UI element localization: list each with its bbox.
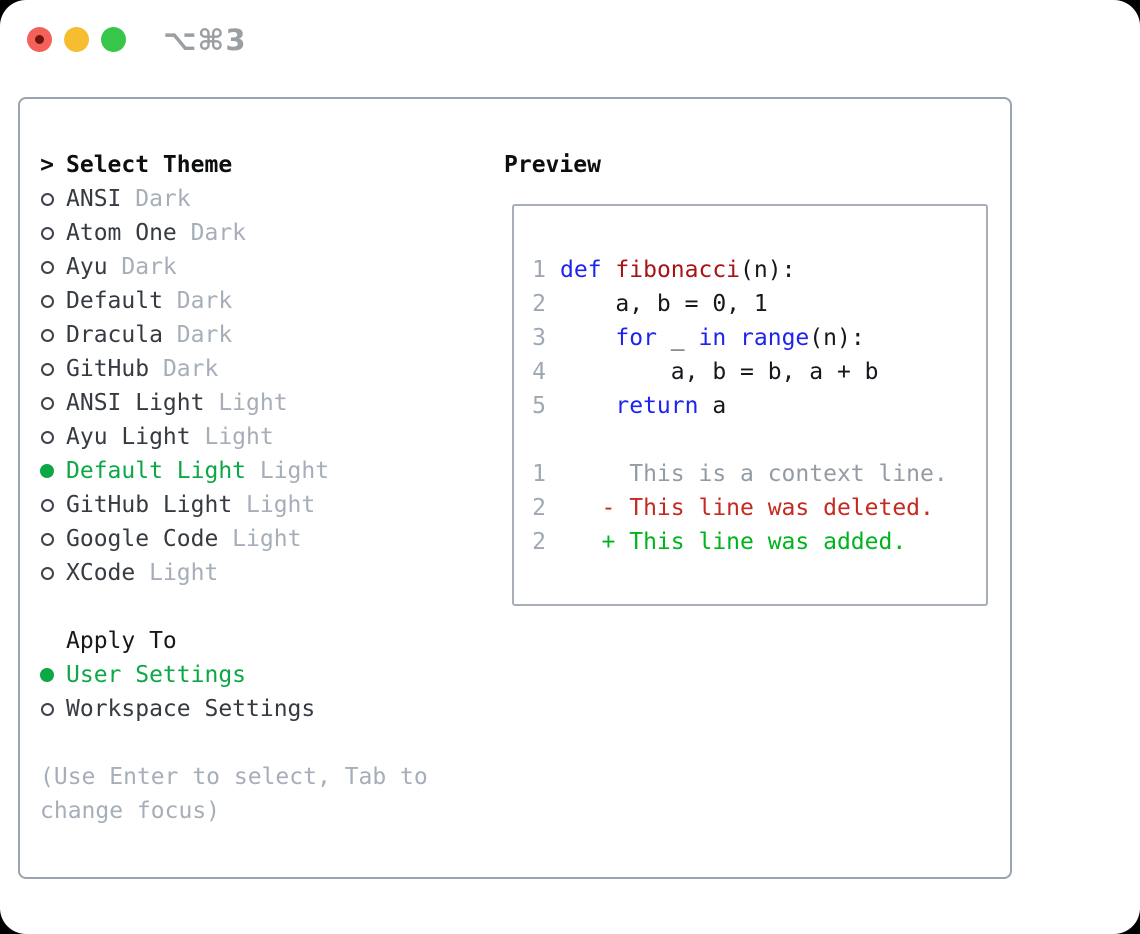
hint-text-line2: change focus) bbox=[40, 798, 221, 824]
code-text: return a bbox=[615, 393, 727, 419]
code-line: 1 This is a context line. bbox=[532, 457, 948, 491]
radio-selected-icon bbox=[40, 658, 54, 692]
code-text: for _ in range(n): bbox=[615, 325, 865, 351]
theme-option-xcode[interactable]: XCode Light bbox=[40, 556, 428, 590]
radio-icon bbox=[40, 420, 54, 454]
line-number: 1 bbox=[532, 461, 546, 487]
theme-option-ayu[interactable]: Ayu Dark bbox=[40, 250, 428, 284]
minimize-button[interactable] bbox=[64, 27, 89, 52]
hint-text-line1: (Use Enter to select, Tab to bbox=[40, 764, 428, 790]
code-line: 2 + This line was added. bbox=[532, 525, 948, 559]
line-number: 3 bbox=[532, 325, 546, 351]
radio-icon bbox=[40, 216, 54, 250]
zoom-button[interactable] bbox=[101, 27, 126, 52]
theme-option-label: Google Code Light bbox=[66, 526, 302, 552]
focus-caret-icon: > bbox=[40, 152, 54, 178]
code-text: def fibonacci(n): bbox=[560, 257, 796, 283]
radio-selected-icon bbox=[40, 454, 54, 488]
preview-title: Preview bbox=[504, 152, 601, 178]
radio-icon bbox=[40, 556, 54, 590]
theme-option-label: Atom One Dark bbox=[66, 220, 247, 246]
code-text: + This line was added. bbox=[560, 529, 907, 555]
close-button[interactable] bbox=[27, 27, 52, 52]
theme-option-label: Default Light Light bbox=[66, 458, 330, 484]
theme-option-label: Dracula Dark bbox=[66, 322, 233, 348]
theme-option-dracula[interactable]: Dracula Dark bbox=[40, 318, 428, 352]
theme-option-github-light[interactable]: GitHub Light Light bbox=[40, 488, 428, 522]
radio-icon bbox=[40, 352, 54, 386]
apply-option-workspace-settings[interactable]: Workspace Settings bbox=[40, 692, 428, 726]
theme-option-label: XCode Light bbox=[66, 560, 219, 586]
theme-option-default-light[interactable]: Default Light Light bbox=[40, 454, 428, 488]
code-line: 5 return a bbox=[532, 389, 948, 423]
code-line bbox=[532, 423, 948, 457]
code-line: 1 def fibonacci(n): bbox=[532, 253, 948, 287]
theme-option-label: GitHub Light Light bbox=[66, 492, 316, 518]
window-title-shortcut: ⌥⌘3 bbox=[163, 23, 247, 57]
line-number: 5 bbox=[532, 393, 546, 419]
spacer bbox=[40, 726, 428, 760]
theme-option-label: ANSI Dark bbox=[66, 186, 191, 212]
apply-option-user-settings[interactable]: User Settings bbox=[40, 658, 428, 692]
apply-to-header: Apply To bbox=[40, 624, 428, 658]
code-text: This is a context line. bbox=[560, 461, 948, 487]
code-text: - This line was deleted. bbox=[560, 495, 934, 521]
apply-option-label: User Settings bbox=[66, 662, 247, 688]
select-theme-title: Select Theme bbox=[66, 152, 233, 178]
theme-option-label: GitHub Dark bbox=[66, 356, 219, 382]
spacer bbox=[40, 590, 428, 624]
theme-option-atom-one[interactable]: Atom One Dark bbox=[40, 216, 428, 250]
line-number: 4 bbox=[532, 359, 546, 385]
code-line: 2 a, b = 0, 1 bbox=[532, 287, 948, 321]
radio-icon bbox=[40, 250, 54, 284]
radio-icon bbox=[40, 182, 54, 216]
theme-option-label: Ayu Dark bbox=[66, 254, 177, 280]
traffic-lights bbox=[27, 27, 126, 52]
code-text: a, b = 0, 1 bbox=[560, 291, 768, 317]
code-line: 4 a, b = b, a + b bbox=[532, 355, 948, 389]
radio-icon bbox=[40, 318, 54, 352]
theme-option-ansi-light[interactable]: ANSI Light Light bbox=[40, 386, 428, 420]
theme-option-label: Ayu Light Light bbox=[66, 424, 274, 450]
theme-option-label: ANSI Light Light bbox=[66, 390, 288, 416]
theme-option-default[interactable]: Default Dark bbox=[40, 284, 428, 318]
code-line: 2 - This line was deleted. bbox=[532, 491, 948, 525]
radio-icon bbox=[40, 488, 54, 522]
radio-icon bbox=[40, 386, 54, 420]
code-line: 3 for _ in range(n): bbox=[532, 321, 948, 355]
theme-option-github[interactable]: GitHub Dark bbox=[40, 352, 428, 386]
theme-option-ayu-light[interactable]: Ayu Light Light bbox=[40, 420, 428, 454]
theme-option-ansi[interactable]: ANSI Dark bbox=[40, 182, 428, 216]
theme-option-google-code[interactable]: Google Code Light bbox=[40, 522, 428, 556]
radio-icon bbox=[40, 284, 54, 318]
code-text: a, b = b, a + b bbox=[560, 359, 879, 385]
apply-option-label: Workspace Settings bbox=[66, 696, 316, 722]
line-number: 2 bbox=[532, 291, 546, 317]
apply-to-title: Apply To bbox=[66, 628, 177, 654]
select-theme-header: > Select Theme bbox=[40, 148, 428, 182]
close-dot-icon bbox=[35, 35, 44, 44]
line-number: 2 bbox=[532, 495, 546, 521]
radio-icon bbox=[40, 692, 54, 726]
line-number: 2 bbox=[532, 529, 546, 555]
theme-option-label: Default Dark bbox=[66, 288, 233, 314]
radio-icon bbox=[40, 522, 54, 556]
line-number: 1 bbox=[532, 257, 546, 283]
